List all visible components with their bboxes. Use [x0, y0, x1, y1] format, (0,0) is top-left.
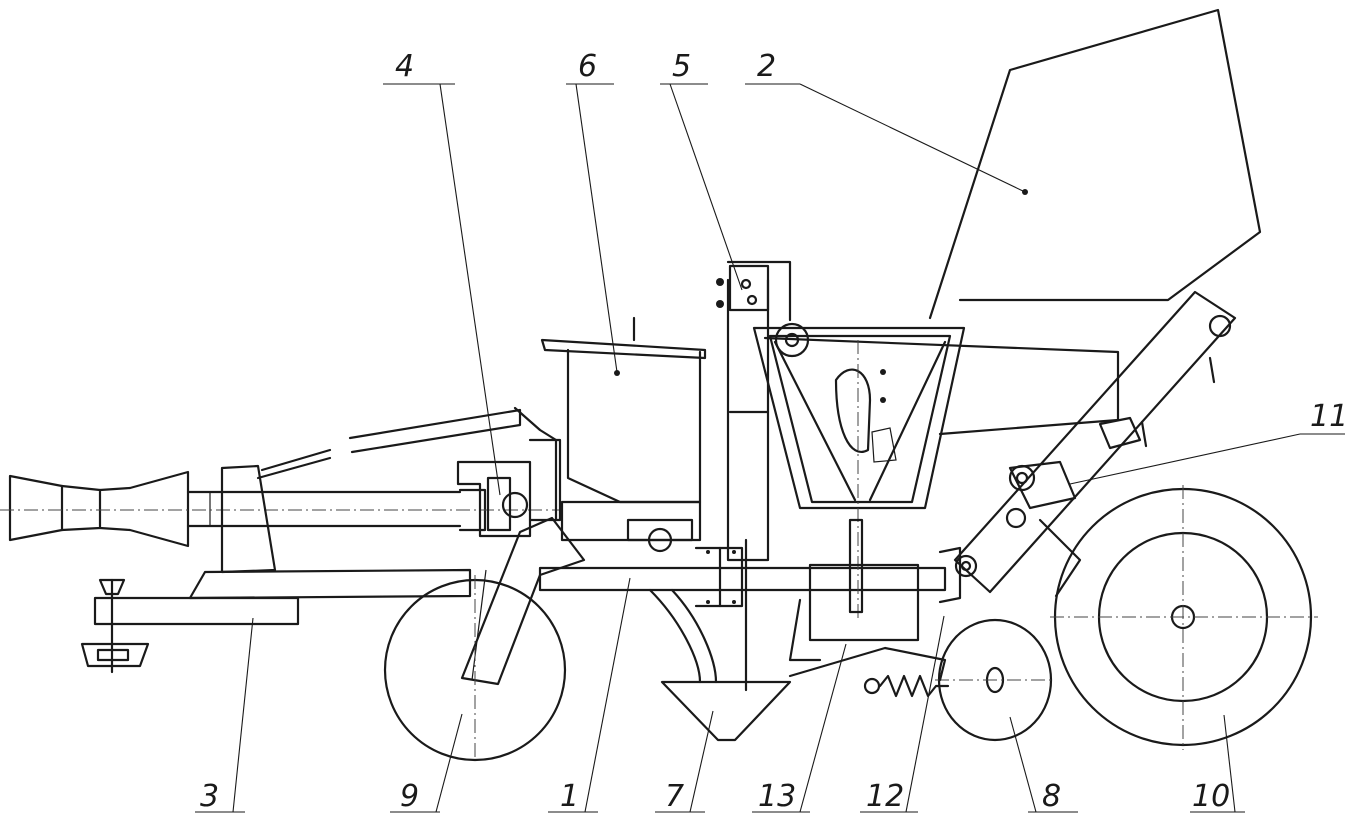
elevator-conveyor [938, 290, 1237, 604]
callout-labels: 4 6 5 2 11 3 9 1 7 13 12 8 10 [200, 49, 1348, 814]
label-2: 2 [757, 49, 776, 84]
drive-wheel [1050, 485, 1318, 750]
hitch-frame [188, 406, 558, 600]
fertilizer-hopper [540, 316, 707, 504]
leveling-beam [80, 578, 300, 674]
leader-lines [195, 83, 1345, 813]
label-7: 7 [665, 779, 684, 814]
gauge-wheel-arm [460, 516, 586, 686]
covering-disc [935, 618, 1055, 742]
gauge-wheel-front [383, 575, 567, 762]
pto-drive-shaft [0, 470, 560, 548]
potato-hopper [763, 8, 1262, 436]
drive-gearbox [456, 438, 562, 538]
metering-column [716, 260, 792, 692]
label-6: 6 [578, 49, 597, 84]
label-10: 10 [1192, 779, 1230, 814]
furrow-opener [648, 588, 792, 742]
label-4: 4 [395, 49, 414, 84]
label-5: 5 [672, 49, 691, 84]
label-11: 11 [1310, 399, 1348, 434]
spring [788, 646, 950, 698]
seed-funnel [752, 322, 966, 662]
label-8: 8 [1042, 779, 1061, 814]
label-13: 13 [758, 779, 796, 814]
label-12: 12 [866, 779, 904, 814]
label-1: 1 [560, 779, 579, 814]
main-frame-beam [538, 500, 947, 608]
label-3: 3 [200, 779, 219, 814]
label-9: 9 [400, 779, 419, 814]
